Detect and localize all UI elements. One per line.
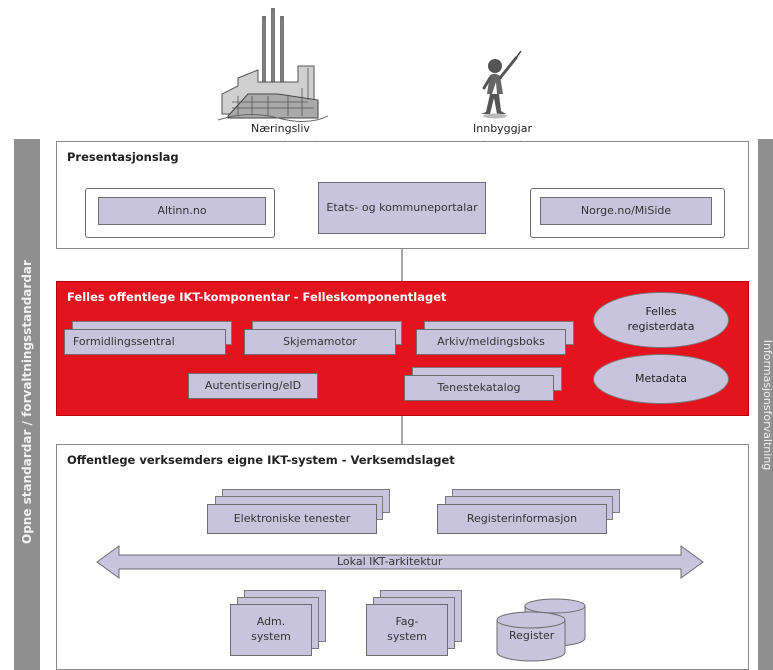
metadata-ellipse: Metadata	[593, 354, 729, 404]
local-architecture-label: Lokal IKT-arkitektur	[337, 555, 443, 568]
citizen-label: Innbyggjar	[473, 122, 532, 135]
common-layer-title: Felles offentlege IKT-komponentar - Fell…	[67, 290, 447, 304]
agency-layer-title: Offentlege verksemders eigne IKT-system …	[67, 453, 455, 467]
component-tenestekatalog: Tenestekatalog	[404, 375, 554, 401]
electronic-services-box: Elektroniske tenester	[207, 504, 377, 534]
local-architecture-arrow	[96, 545, 704, 579]
altinn-box: Altinn.no	[98, 197, 266, 225]
component-skjemamotor: Skjemamotor	[244, 329, 396, 355]
factory-icon	[218, 8, 328, 122]
register-info-box: Registerinformasjon	[437, 504, 607, 534]
component-arkiv: Arkiv/meldingsboks	[416, 329, 566, 355]
business-label: Næringsliv	[251, 122, 310, 135]
register-cylinders-icon	[496, 598, 586, 662]
presentation-layer-title: Presentasjonslag	[67, 150, 179, 164]
adm-system-box: Adm. system	[230, 604, 312, 656]
person-icon	[481, 50, 522, 119]
norge-box: Norge.no/MiSide	[540, 197, 712, 225]
register-label: Register	[509, 629, 555, 642]
felles-registerdata-ellipse: Felles registerdata	[593, 292, 729, 348]
component-autentisering: Autentisering/eID	[188, 373, 318, 399]
right-sidebar	[758, 139, 773, 670]
fag-system-box: Fag- system	[366, 604, 448, 656]
left-sidebar	[14, 139, 40, 670]
portals-box: Etats- og kommuneportalar	[318, 182, 486, 234]
component-formidlingssentral: Formidlingssentral	[64, 329, 226, 355]
